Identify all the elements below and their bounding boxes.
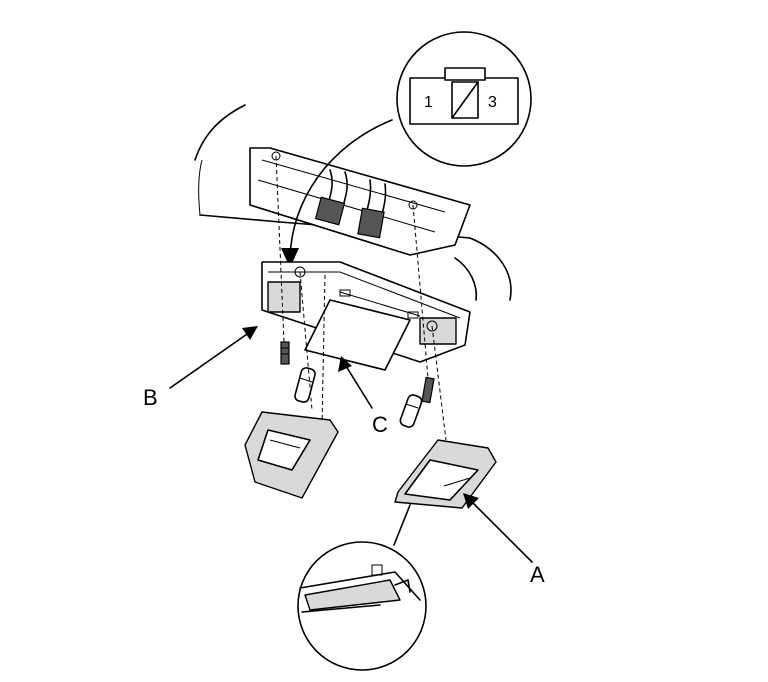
- bulb-left: [294, 367, 316, 403]
- console-body: [261, 261, 471, 371]
- lens-left: [244, 411, 339, 499]
- callout-label-a: A: [530, 562, 545, 587]
- connector-callout: 1 3: [396, 31, 532, 167]
- screw-right: [421, 376, 435, 404]
- leader-arrow-a: [463, 493, 533, 563]
- callout-label-c: C: [372, 412, 388, 437]
- clip-detail-callout: [297, 504, 427, 671]
- callout-label-b: B: [143, 385, 158, 410]
- screw-left: [280, 341, 290, 365]
- connector-pin-1: 1: [424, 94, 433, 111]
- leader-arrow-b: [169, 326, 258, 389]
- wire-harness: [314, 169, 387, 239]
- connector-pin-3: 3: [488, 94, 497, 111]
- curved-arrow: [281, 119, 393, 268]
- leader-arrow-c: [338, 356, 373, 409]
- lens-right: [394, 439, 497, 509]
- bulb-right: [399, 394, 423, 428]
- alignment-lines: [275, 155, 447, 441]
- roof-bracket: [249, 147, 471, 256]
